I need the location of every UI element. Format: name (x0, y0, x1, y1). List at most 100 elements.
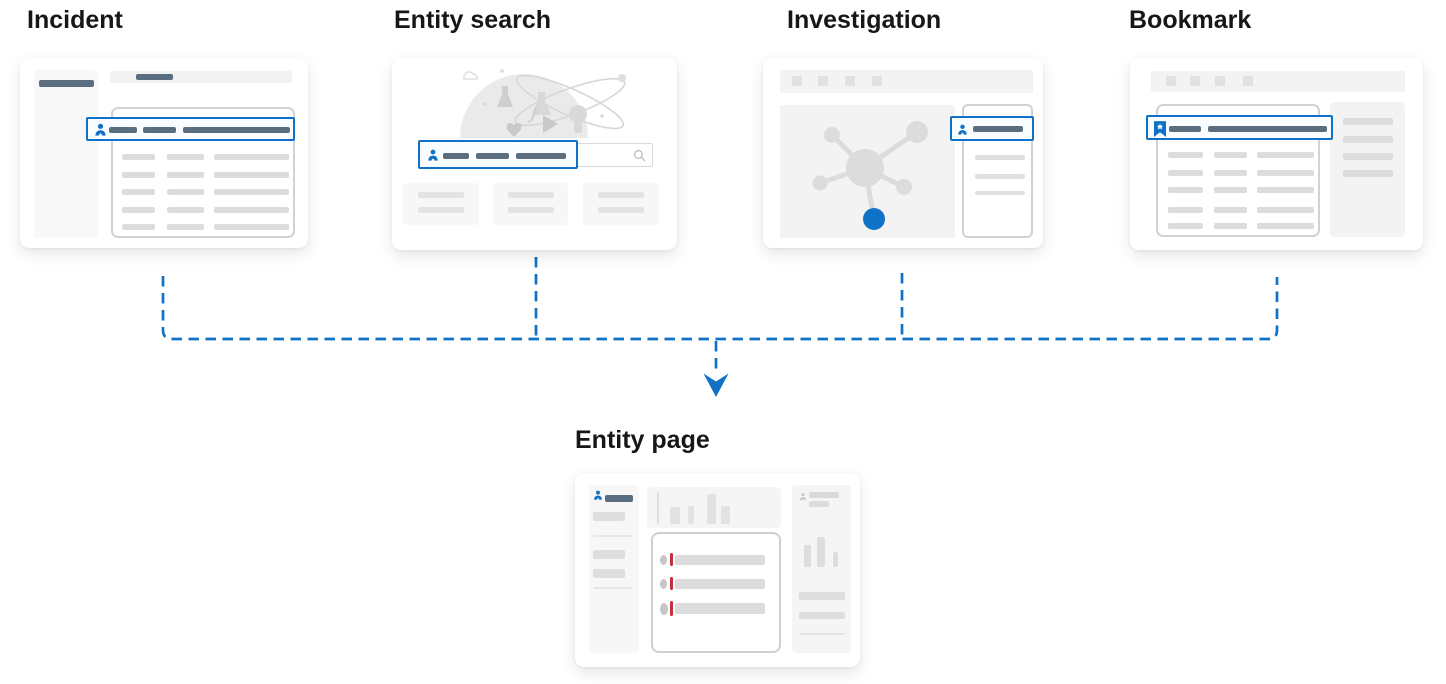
alert-list-box (651, 532, 781, 653)
list-item-bar (675, 603, 765, 614)
list-bullet (660, 555, 667, 565)
entity-text-bar (183, 127, 290, 133)
table-cell-bar (1214, 170, 1247, 176)
table-cell-bar (1168, 170, 1203, 176)
entity-text-bar (143, 127, 176, 133)
sidebar-title-bar (39, 80, 94, 87)
user-entity-icon (427, 148, 439, 162)
list-item-bar (675, 555, 765, 565)
entity-text-bar (1208, 126, 1327, 132)
graph-node (896, 179, 912, 195)
panel-text-bar (1343, 153, 1393, 160)
panel-text-bar (1343, 170, 1393, 177)
divider-line (593, 535, 633, 537)
severity-tick (670, 601, 673, 616)
topbar-title-bar (136, 74, 173, 80)
table-cell-bar (1168, 152, 1203, 158)
user-entity-icon-small (799, 492, 807, 501)
entity-text-bar (1169, 126, 1201, 132)
chart-bar (721, 506, 730, 524)
graph-center-node (846, 149, 884, 187)
toolbar-button-square (1166, 76, 1176, 86)
panel-text-bar (1343, 136, 1393, 143)
table-cell-bar (1257, 152, 1314, 158)
investigation-graph-area (780, 105, 955, 238)
panel-text-bar (593, 569, 625, 578)
table-cell-bar (1257, 170, 1314, 176)
result-tile (403, 183, 479, 225)
table-cell-bar (1168, 223, 1203, 229)
result-tile (583, 183, 659, 225)
incident-selected-entity-row (86, 117, 295, 141)
tile-text-bar (598, 207, 644, 213)
panel-text-bar (593, 512, 625, 521)
chart-axis-line (657, 492, 659, 524)
table-cell-bar (167, 154, 204, 160)
tile-text-bar (418, 192, 464, 198)
graph-node (906, 121, 928, 143)
label-bookmark: Bookmark (1129, 6, 1252, 34)
label-entity-search: Entity search (394, 6, 552, 34)
science-doodle-illustration (460, 69, 626, 138)
table-cell-bar (214, 189, 289, 195)
table-cell-bar (214, 224, 289, 230)
table-cell-bar (122, 207, 155, 213)
divider-line (593, 587, 633, 589)
severity-tick (670, 553, 673, 566)
user-entity-icon (593, 489, 603, 501)
investigation-selected-entity (950, 116, 1034, 141)
table-cell-bar (1168, 207, 1203, 213)
list-bullet (660, 603, 668, 615)
chart-bar (707, 494, 716, 524)
panel-text-bar (975, 191, 1025, 195)
panel-text-bar (1343, 118, 1393, 125)
table-cell-bar (167, 189, 204, 195)
entity-name-bar (605, 495, 633, 502)
timeline-chart-strip (647, 487, 781, 528)
search-icon (633, 149, 646, 162)
user-entity-icon (94, 122, 107, 137)
mini-chart-bar (833, 552, 838, 567)
arrowhead-down-icon (703, 373, 729, 397)
entity-text-bar (443, 153, 469, 159)
table-cell-bar (1257, 207, 1314, 213)
toolbar-button-square (1215, 76, 1225, 86)
table-cell-bar (1168, 187, 1203, 193)
incident-sidebar (34, 70, 98, 238)
graph-node (812, 175, 828, 191)
panel-text-bar (593, 550, 625, 559)
incident-thumbnail (20, 58, 308, 248)
tile-text-bar (418, 207, 464, 213)
chart-bar (688, 506, 694, 524)
table-cell-bar (1214, 187, 1247, 193)
entity-graph (812, 121, 928, 230)
mini-chart-bar (804, 545, 811, 567)
list-item-bar (675, 579, 765, 589)
entity-text-bar (476, 153, 509, 159)
list-bullet (660, 579, 667, 589)
toolbar-button-square (792, 76, 802, 86)
panel-text-bar (809, 492, 839, 498)
tile-text-bar (508, 207, 554, 213)
entity-page-left-panel (589, 485, 639, 653)
investigation-thumbnail (763, 58, 1043, 248)
toolbar-button-square (845, 76, 855, 86)
table-cell-bar (1257, 187, 1314, 193)
table-cell-bar (122, 172, 155, 178)
toolbar-button-square (1243, 76, 1253, 86)
graph-node (824, 127, 840, 143)
tile-text-bar (508, 192, 554, 198)
label-incident: Incident (27, 6, 123, 34)
panel-text-bar (975, 174, 1025, 179)
toolbar-button-square (1190, 76, 1200, 86)
table-cell-bar (214, 172, 289, 178)
investigation-toolbar (780, 70, 1033, 93)
tile-text-bar (598, 192, 644, 198)
table-cell-bar (167, 207, 204, 213)
table-cell-bar (122, 189, 155, 195)
entity-page-right-panel (792, 485, 851, 653)
entity-search-thumbnail (392, 58, 677, 250)
incident-topbar (110, 71, 292, 83)
